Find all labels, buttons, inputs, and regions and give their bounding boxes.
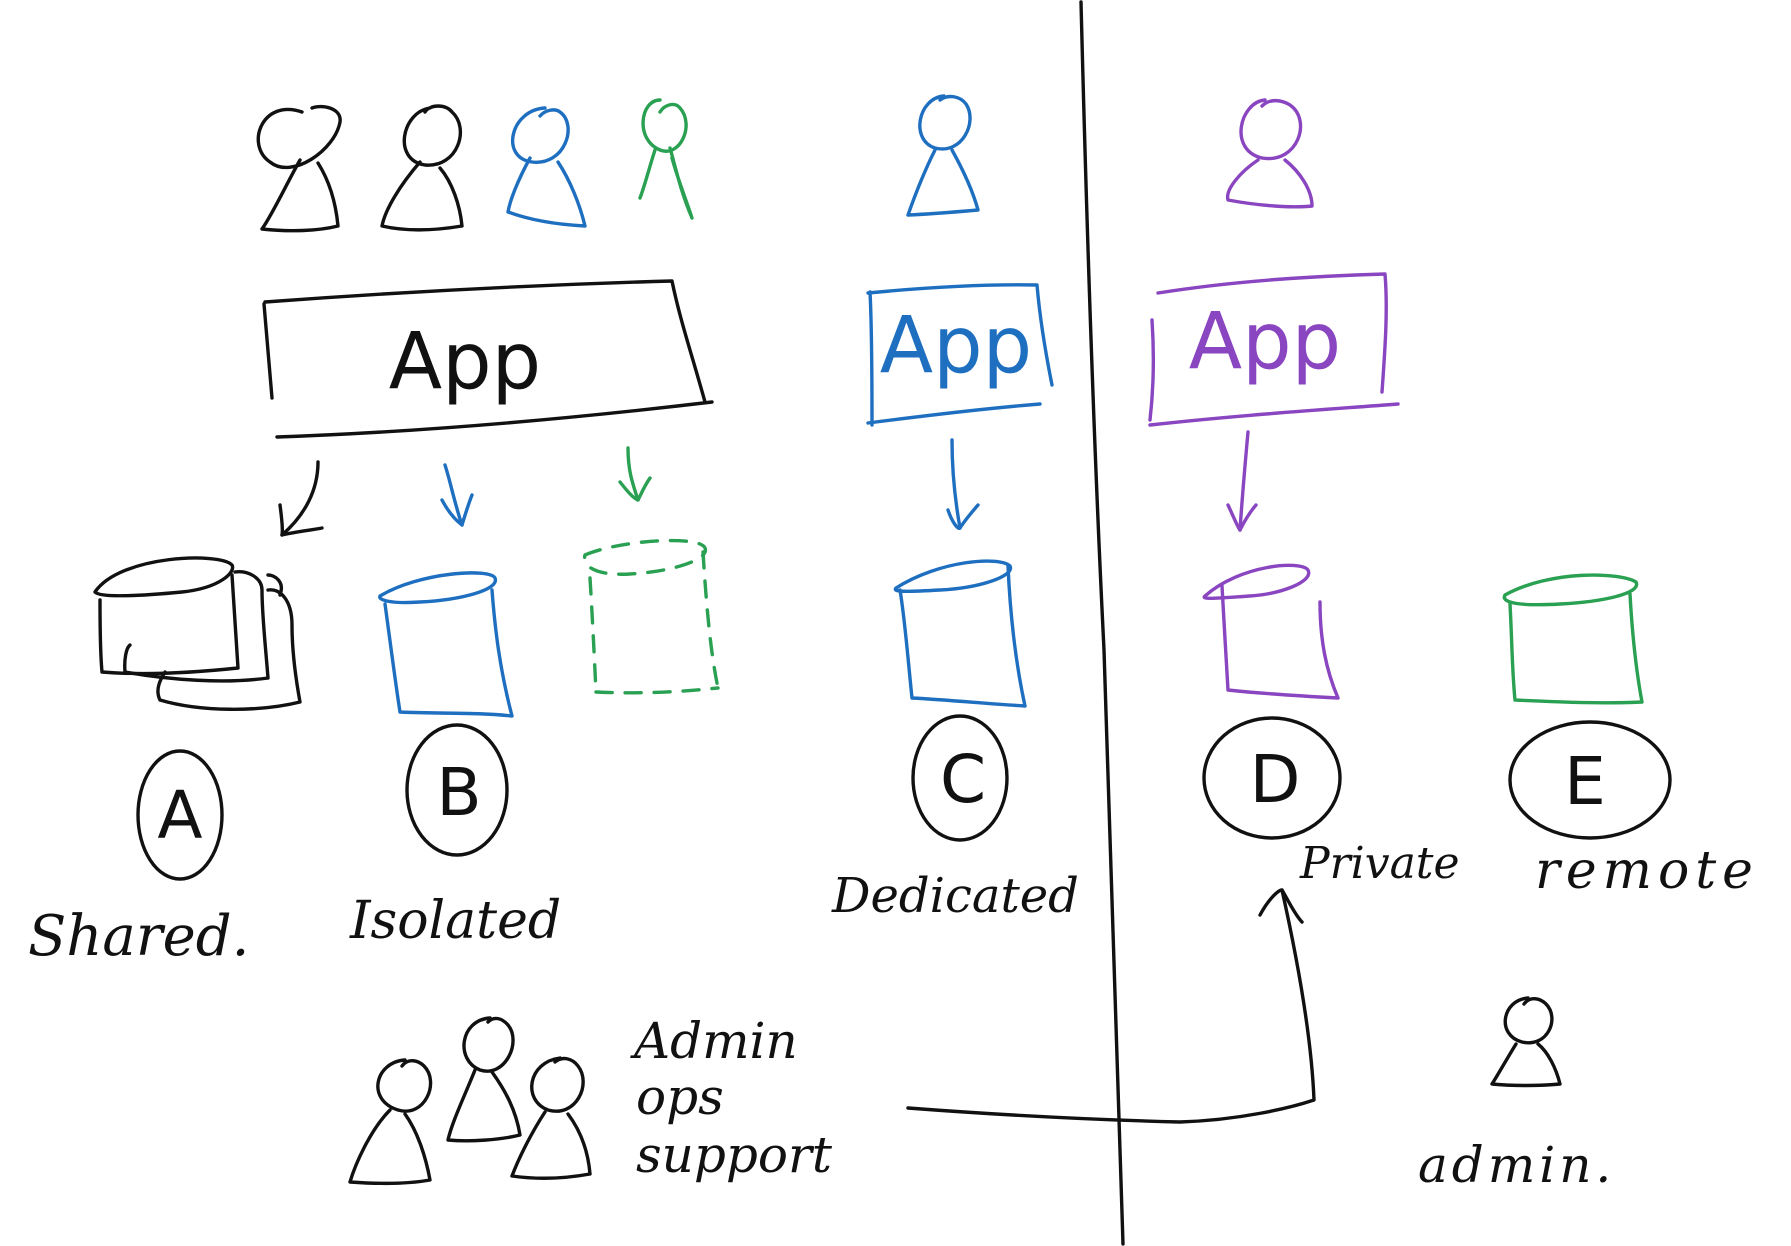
- user-icon: [1225, 98, 1314, 209]
- private-access-connector: [906, 888, 1316, 1124]
- user-icon: [446, 1016, 522, 1143]
- arrow-down-icon: [278, 460, 324, 537]
- option-d-circle: D: [1202, 716, 1342, 840]
- app-box-private: App: [1148, 272, 1400, 427]
- app-label: App: [389, 317, 541, 407]
- label-dedicated: Dedicated: [831, 868, 1079, 924]
- admin-label: admin.: [1418, 1136, 1615, 1194]
- label-private: Private: [1299, 838, 1460, 889]
- user-icon: [256, 104, 342, 233]
- ops-label-line: ops: [636, 1068, 724, 1126]
- user-icon: [638, 98, 694, 220]
- arrow-down-icon: [946, 438, 980, 530]
- user-icon: [510, 1056, 592, 1180]
- option-letter: B: [436, 754, 481, 831]
- arrow-down-icon: [440, 463, 474, 527]
- app-box-shared: App: [262, 279, 714, 439]
- option-a-circle: A: [136, 749, 224, 881]
- app-label: App: [1189, 297, 1341, 387]
- user-icon: [380, 104, 464, 232]
- option-b-circle: B: [405, 723, 509, 857]
- database-icon-placeholder: [582, 538, 720, 695]
- app-box-dedicated: App: [866, 283, 1054, 427]
- admin-group: Admin ops support: [348, 1012, 833, 1186]
- option-letter: D: [1250, 741, 1301, 818]
- user-icon: [348, 1058, 433, 1186]
- database-icon: [893, 559, 1027, 708]
- app-label: App: [880, 301, 1032, 391]
- divider-line: [1079, 0, 1125, 1246]
- arrow-down-icon: [1226, 430, 1258, 532]
- option-c-circle: C: [911, 714, 1009, 842]
- admin-label-line: Admin: [630, 1012, 798, 1070]
- option-letter: A: [157, 777, 202, 854]
- user-icon: [906, 94, 980, 217]
- label-shared: Shared.: [28, 904, 249, 969]
- option-letter: C: [940, 741, 986, 818]
- arrow-down-icon: [618, 446, 652, 502]
- user-icon: [1490, 996, 1562, 1088]
- database-icon: [93, 556, 302, 711]
- label-remote: remote: [1535, 841, 1759, 901]
- option-letter: E: [1564, 743, 1606, 820]
- database-icon: [1502, 573, 1644, 705]
- option-e-circle: E: [1508, 720, 1672, 840]
- database-icon: [378, 571, 514, 718]
- database-icon: [1202, 563, 1340, 700]
- user-icon: [506, 106, 587, 228]
- support-label-line: support: [636, 1126, 833, 1184]
- label-isolated: Isolated: [349, 891, 561, 951]
